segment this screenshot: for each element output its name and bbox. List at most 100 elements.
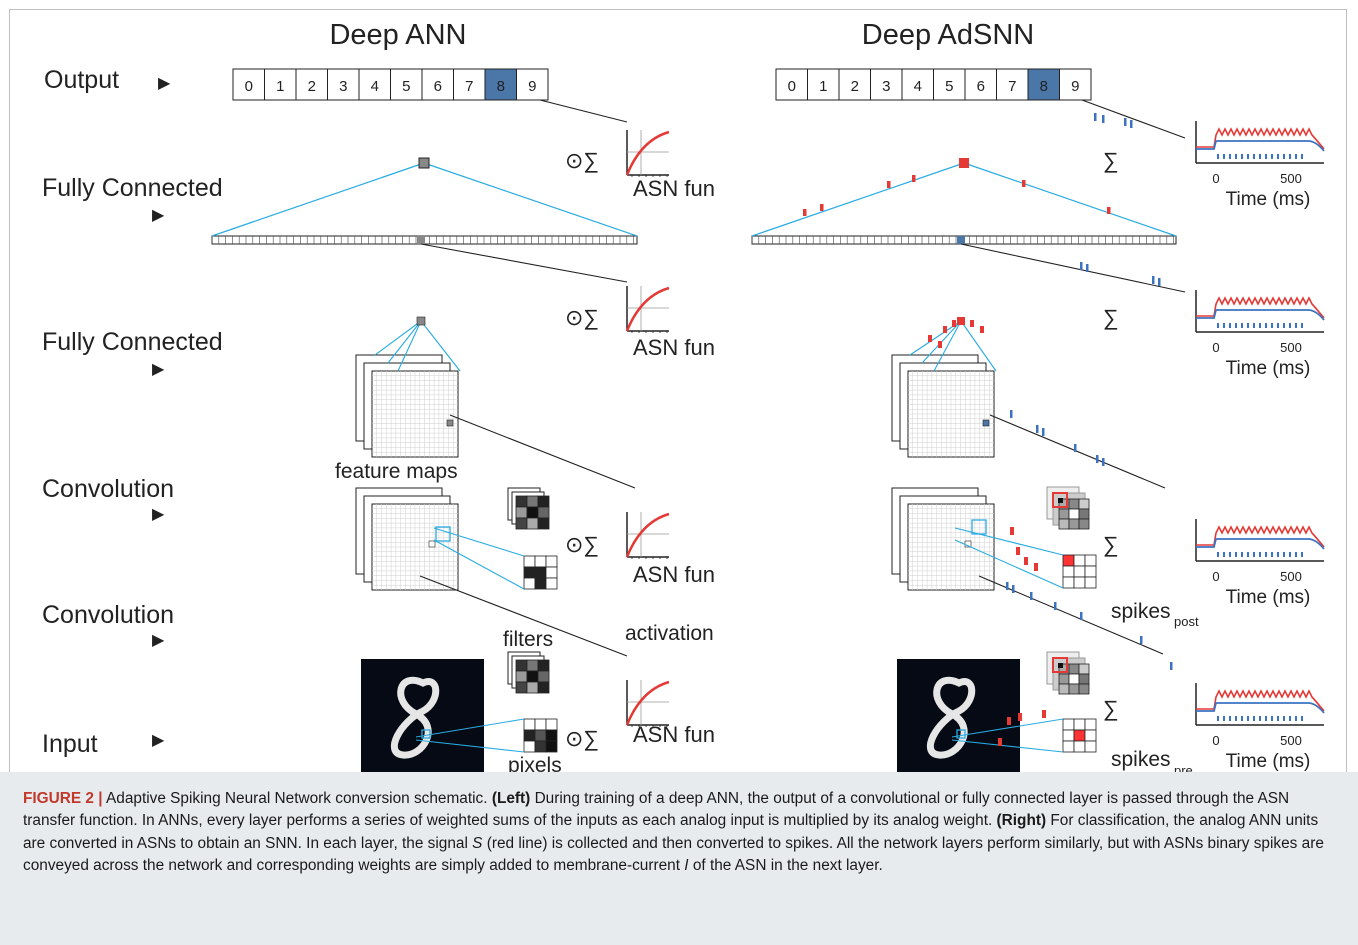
blue-spike-mark (1012, 585, 1015, 593)
digit-label: 8 (1040, 78, 1048, 95)
snn-filter-cell (1058, 673, 1070, 685)
activation-label: activation (625, 622, 714, 645)
snn-filter-cell (1078, 498, 1090, 510)
fc-fan-line (211, 162, 425, 237)
digit-label: 6 (434, 78, 442, 95)
filter-cell (523, 729, 536, 742)
red-spike-mark (1022, 180, 1026, 187)
caption-signal-symbol: S (472, 834, 483, 852)
filter-cell (526, 517, 539, 530)
digit-label: 1 (276, 78, 284, 95)
spikes-pre-subscript: pre (1174, 763, 1193, 772)
digit-cell (358, 68, 391, 101)
filter-cell (515, 670, 528, 683)
digit-label: 2 (308, 78, 316, 95)
fc-output-unit (418, 157, 430, 169)
snn-filter-cell (1058, 683, 1070, 695)
red-spike-mark (1007, 717, 1011, 725)
digit-cell (232, 68, 265, 101)
map-fan-line (387, 320, 422, 364)
digit-cell (390, 68, 423, 101)
time-axis-label: Time (ms) (1226, 189, 1311, 210)
snn-filter-cell (1073, 718, 1086, 731)
digit-cell (516, 68, 549, 101)
filter-cell (526, 506, 539, 519)
signal-s-line (1196, 689, 1325, 712)
row-label: Output (44, 66, 119, 94)
pixels-label: pixels (508, 754, 562, 772)
snn-filter-highlight (1052, 492, 1068, 508)
red-spike-mark (1034, 563, 1038, 571)
filter-cell (534, 555, 547, 568)
digit-label: 8 (497, 78, 505, 95)
caption-right-text-2: (red line) is collected and then convert… (23, 834, 1324, 874)
digit-cell (421, 68, 454, 101)
map-output-unit (416, 316, 426, 326)
digit-label: 0 (245, 78, 253, 95)
op-snn-symbol: ∑ (1103, 696, 1119, 721)
digit-label: 1 (819, 78, 827, 95)
map-fan-line (960, 320, 997, 372)
digit-label: 4 (371, 78, 379, 95)
snn-filter-center (1058, 498, 1063, 503)
digit-label: 7 (1008, 78, 1016, 95)
time-tick-0: 0 (1212, 733, 1219, 748)
filter-cell (545, 555, 558, 568)
row-label: Fully Connected (42, 328, 223, 356)
op-ann-symbol: ⊙∑ (565, 726, 599, 751)
feature-maps-label: feature maps (335, 460, 458, 483)
asn-fun-label: ASN fun (633, 562, 715, 587)
filter-cell (515, 659, 528, 672)
blue-spike-mark (1074, 444, 1077, 452)
left-title: Deep ANN (329, 19, 466, 51)
filters-label: filters (503, 628, 553, 651)
filter-fan-line (954, 539, 1064, 589)
filter-cell (545, 566, 558, 579)
red-spike-mark (928, 335, 932, 342)
filter-cell (523, 566, 536, 579)
red-spike-mark (970, 320, 974, 327)
caption-left-tag: (Left) (491, 790, 531, 807)
blue-spike-mark (1140, 636, 1143, 644)
digit-eight-stroke (390, 676, 440, 759)
snn-filter-cell (1084, 740, 1097, 753)
digit-label: 9 (528, 78, 536, 95)
blue-spike-mark (1054, 602, 1057, 610)
snn-filter-cell (1078, 508, 1090, 520)
snn-filter-cell (1078, 673, 1090, 685)
asn-fun-label: ASN fun (633, 176, 715, 201)
digit-cell (933, 68, 966, 101)
caption-left-text: During training of a deep ANN, the outpu… (23, 790, 1290, 830)
spikes-post-subscript: post (1174, 614, 1199, 629)
op-snn-symbol: ∑ (1103, 532, 1119, 557)
signal-s-line (1196, 296, 1325, 319)
red-spike-mark (998, 738, 1002, 746)
asn-fun-label: ASN fun (633, 722, 715, 747)
filter-cell (534, 740, 547, 753)
spikes-post-label: spikes (1111, 600, 1171, 623)
blue-spike-mark (1006, 582, 1009, 590)
connector-line (419, 575, 628, 657)
row-label: Input (42, 730, 98, 758)
fc-selected-unit (417, 236, 425, 244)
receptive-field-box (971, 519, 987, 535)
digit-cell (838, 68, 871, 101)
snn-filter-cell (1062, 576, 1075, 589)
snn-filter-cell (1068, 683, 1080, 695)
map-unit (428, 540, 436, 548)
red-spike-mark (887, 181, 891, 188)
filter-cell (526, 681, 539, 694)
digit-label: 0 (788, 78, 796, 95)
receptive-field-box (956, 729, 966, 739)
time-tick-500: 500 (1280, 340, 1302, 355)
op-ann-symbol: ⊙∑ (565, 148, 599, 173)
connector-line (978, 575, 1164, 655)
op-ann-symbol: ⊙∑ (565, 305, 599, 330)
snn-filter-center (1058, 663, 1063, 668)
filter-fan-line (951, 718, 1064, 738)
digit-label: 6 (977, 78, 985, 95)
digit-label: 4 (914, 78, 922, 95)
filter-fan-line (415, 718, 525, 738)
time-tick-500: 500 (1280, 569, 1302, 584)
filter-fan-line (433, 527, 525, 557)
